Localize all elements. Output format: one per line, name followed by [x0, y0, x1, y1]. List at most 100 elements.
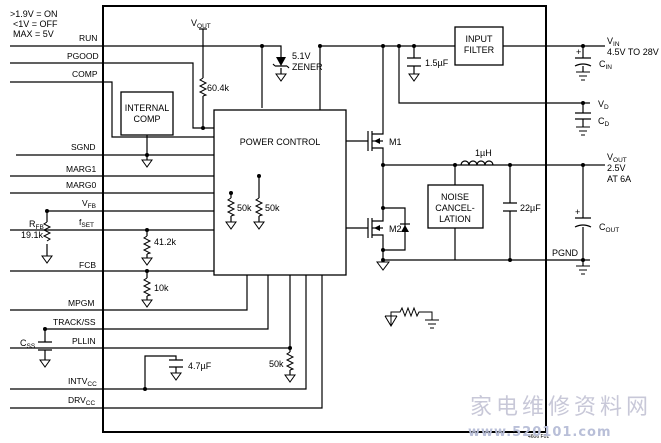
zener-wire [262, 45, 282, 74]
c4u7-wire [144, 355, 177, 389]
c4u7-label: 4.7µF [188, 361, 212, 371]
junction [581, 44, 585, 48]
r50k-a-resistor [226, 197, 236, 217]
pin-intvcc-label: INTVCC [68, 376, 97, 388]
r10k-label: 10k [154, 283, 169, 293]
trackss-wire [45, 275, 269, 330]
r10k-resistor [142, 277, 152, 297]
run-threshold-note: >1.9V = ON <1V = OFF MAX = 5V [10, 9, 58, 39]
input-filter-block [454, 26, 504, 66]
cin-plus: + [576, 47, 581, 57]
vout-label: VOUT [607, 152, 627, 164]
sgnd-pgnd-link [390, 306, 433, 320]
power-control-block [213, 109, 347, 276]
css-capacitor [38, 341, 52, 351]
junction [581, 101, 585, 105]
junction [381, 206, 385, 210]
pin-drvcc-label: DRVCC [68, 395, 95, 407]
mosfet-m2 [346, 207, 410, 260]
c4u7-capacitor [169, 359, 183, 368]
junction [381, 258, 385, 262]
ground-symbol [141, 159, 153, 168]
intvcc-wire [10, 275, 307, 390]
ground-symbol [141, 257, 153, 266]
junction [43, 327, 47, 331]
junction [581, 163, 585, 167]
pin-sgnd-label: SGND [71, 142, 96, 152]
module-outline [102, 5, 547, 433]
junction [397, 44, 401, 48]
ground-symbol [253, 221, 265, 230]
drvcc-wire [10, 275, 323, 409]
junction [145, 228, 149, 232]
zener-diode [276, 57, 286, 66]
m2-label: M2 [389, 224, 402, 234]
ground-symbol [41, 255, 53, 264]
ground-symbol-bar [385, 315, 397, 326]
ground-symbol [576, 126, 590, 136]
inductor [460, 160, 494, 166]
pin-trackss-label: TRACK/SS [53, 317, 96, 327]
ground-symbol [376, 261, 390, 271]
input-filter-label2: FILTER [464, 45, 495, 55]
r60k4-label: 60.4k [207, 83, 230, 93]
css-label: CSS [20, 338, 36, 350]
power-control-label: POWER CONTROL [240, 137, 321, 147]
ground-symbol [275, 73, 287, 82]
r50k-a-label: 50k [237, 203, 252, 213]
pgood-wire [10, 62, 214, 129]
zener-label2: ZENER [292, 62, 323, 72]
comp-wire [10, 81, 214, 138]
junction [288, 346, 292, 350]
pgnd-symbol [425, 319, 439, 329]
pin-vfb-label: VFB [82, 198, 96, 210]
junction [318, 44, 322, 48]
rfb-label: RFB [29, 219, 44, 231]
figure-id: 4606 F01 [528, 434, 549, 440]
cd-label: CD [598, 116, 610, 128]
pgnd-label: PGND [552, 248, 579, 258]
m1-label: M1 [389, 137, 402, 147]
watermark-cn: 家电维修资料网 [470, 395, 652, 420]
internal-comp-label2: COMP [134, 114, 161, 124]
noise-label2: CANCEL- [435, 203, 475, 213]
cout-plus: + [575, 207, 580, 217]
noise-cancellation-block [427, 184, 484, 229]
junction [145, 269, 149, 273]
pin-mpgm-label: MPGM [68, 298, 94, 308]
vin-range: 4.5V TO 28V [607, 47, 659, 57]
noise-label3: LATION [439, 214, 471, 224]
r50k-b-resistor [254, 197, 264, 217]
input-filter-label1: INPUT [466, 34, 494, 44]
pin-pgood-label: PGOOD [67, 51, 99, 61]
vout-top-label: VOUT [191, 18, 211, 30]
vout-val1: 2.5V [607, 163, 626, 173]
junction [381, 44, 385, 48]
pin-fcb-label: FCB [79, 260, 96, 270]
zener-label1: 5.1V [292, 51, 311, 61]
r41k2-resistor [142, 235, 152, 255]
ground-symbol [576, 265, 590, 275]
mpgm-wire [10, 275, 248, 311]
pllin-wire [10, 275, 291, 349]
zener-bar [272, 63, 290, 69]
junction [257, 174, 261, 178]
left-pins: RUN PGOOD COMP SGND MARG1 MARG0 VFB fSET… [10, 33, 323, 409]
c22u-capacitor [503, 202, 517, 212]
noise-label1: NOISE [441, 192, 469, 202]
junction [143, 387, 147, 391]
junction [453, 163, 457, 167]
cin-label: CIN [599, 59, 612, 71]
pin-pllin-label: PLLIN [72, 336, 96, 346]
ground-symbol [39, 359, 51, 368]
r50k-c-resistor [285, 351, 295, 371]
cout-label: COUT [599, 222, 619, 234]
junction [260, 44, 264, 48]
junction [381, 248, 385, 252]
vd-label: VD [598, 99, 609, 111]
cout-capacitor [574, 217, 592, 228]
pin-marg1-label: MARG1 [66, 164, 97, 174]
watermark-url: www.520101.com [468, 425, 612, 440]
ground-symbol [170, 372, 182, 381]
r41k2-label: 41.2k [154, 237, 177, 247]
